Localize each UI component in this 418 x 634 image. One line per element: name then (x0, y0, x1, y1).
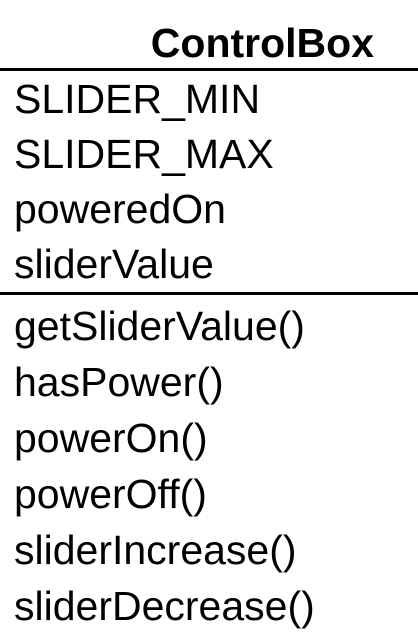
operations-compartment: getSliderValue() hasPower() powerOn() po… (14, 298, 315, 634)
operation-has-power: hasPower() (14, 359, 224, 405)
attribute-powered-on: poweredOn (14, 186, 226, 232)
class-name: ControlBox (150, 20, 374, 66)
operation-get-slider-value: getSliderValue() (14, 303, 305, 349)
attribute-slider-max: SLIDER_MAX (14, 131, 274, 177)
attributes-divider (0, 68, 418, 71)
operations-divider (0, 292, 418, 295)
operation-slider-increase: sliderIncrease() (14, 527, 297, 573)
attribute-slider-value: sliderValue (14, 241, 214, 287)
operation-power-off: powerOff() (14, 471, 207, 517)
attributes-compartment: SLIDER_MIN SLIDER_MAX poweredOn sliderVa… (14, 72, 274, 292)
operation-slider-decrease: sliderDecrease() (14, 583, 315, 629)
attribute-slider-min: SLIDER_MIN (14, 76, 261, 122)
operation-power-on: powerOn() (14, 415, 208, 461)
